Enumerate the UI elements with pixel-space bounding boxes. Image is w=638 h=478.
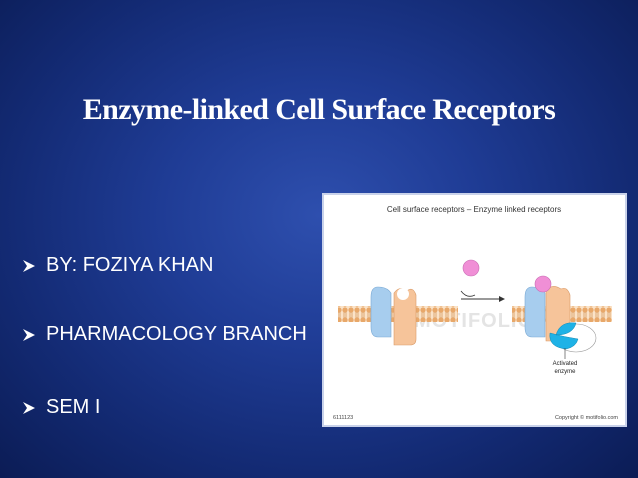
arrow-bullet-icon — [23, 328, 35, 341]
receptor-illustration: Cell surface receptors – Enzyme linked r… — [322, 193, 627, 427]
arrow-bullet-icon — [23, 259, 35, 272]
arrow-bullet-icon — [23, 401, 35, 414]
bullet-text: BY: FOZIYA KHAN — [46, 254, 214, 276]
slide-title: Enzyme-linked Cell Surface Receptors — [82, 93, 556, 126]
bullet-text: SEM I — [46, 396, 101, 418]
inactive-receptor — [370, 286, 417, 346]
active-receptor — [524, 275, 597, 353]
bullet-item-branch: PHARMACOLOGY BRANCH — [22, 323, 307, 346]
bullet-item-semester: SEM I — [22, 396, 100, 419]
ligand-free — [462, 259, 480, 277]
label-enzyme: enzyme — [554, 369, 576, 375]
label-activated: Activated — [553, 361, 578, 367]
bullet-text: PHARMACOLOGY BRANCH — [46, 323, 307, 345]
receptor-diagram: Cell surface receptors – Enzyme linked r… — [333, 205, 618, 421]
bullet-item-author: BY: FOZIYA KHAN — [22, 254, 213, 277]
figure-heading: Cell surface receptors – Enzyme linked r… — [387, 205, 561, 214]
figure-code: 6111123 — [333, 415, 353, 421]
enzyme-label: Activated enzyme — [553, 348, 578, 375]
figure-copyright: Copyright © motifolio.com — [555, 414, 618, 421]
activation-arrow-icon — [460, 290, 505, 302]
